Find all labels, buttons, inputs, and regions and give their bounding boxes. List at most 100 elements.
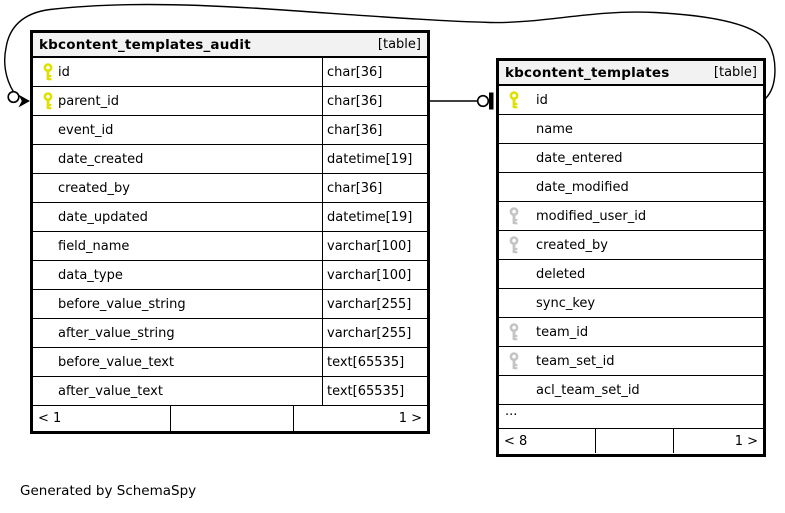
table-title[interactable]: kbcontent_templates bbox=[505, 64, 670, 81]
empty-key-slot bbox=[508, 294, 520, 312]
index-key-slot bbox=[508, 207, 520, 225]
zero-cardinality-circle-left bbox=[7, 90, 20, 104]
column-row-data_type[interactable]: data_type varchar[100] bbox=[33, 261, 427, 290]
primary-key-icon bbox=[509, 91, 519, 109]
one-cardinality-bar bbox=[489, 92, 494, 110]
column-row-date_updated[interactable]: date_updated datetime[19] bbox=[33, 203, 427, 232]
table-type-badge: [table] bbox=[377, 37, 421, 52]
column-name: team_id bbox=[536, 324, 589, 340]
column-type: char[36] bbox=[322, 87, 427, 115]
column-name: sync_key bbox=[536, 295, 596, 311]
table-header: kbcontent_templates_audit [table] bbox=[33, 33, 427, 58]
column-name: before_value_text bbox=[58, 354, 175, 370]
column-row-id[interactable]: id bbox=[499, 86, 763, 115]
column-name: deleted bbox=[536, 266, 586, 282]
index-key-icon bbox=[509, 323, 519, 341]
column-row-before_value_text[interactable]: before_value_text text[65535] bbox=[33, 348, 427, 377]
column-name: date_created bbox=[58, 151, 144, 167]
empty-key-slot bbox=[42, 121, 54, 139]
empty-key-slot bbox=[508, 149, 520, 167]
arrowhead bbox=[18, 94, 30, 108]
empty-key-slot bbox=[42, 237, 54, 255]
table-footer: < 8 1 > bbox=[499, 429, 763, 453]
empty-key-slot bbox=[42, 150, 54, 168]
column-name: created_by bbox=[58, 180, 130, 196]
column-rows: id name date_entered date_modified modified_… bbox=[499, 86, 763, 405]
column-type: varchar[100] bbox=[322, 261, 427, 289]
column-row-before_value_string[interactable]: before_value_string varchar[255] bbox=[33, 290, 427, 319]
column-type: varchar[255] bbox=[322, 290, 427, 318]
column-row-sync_key[interactable]: sync_key bbox=[499, 289, 763, 318]
column-row-id[interactable]: id char[36] bbox=[33, 58, 427, 87]
empty-key-slot bbox=[508, 265, 520, 283]
primary-key-slot bbox=[42, 92, 54, 110]
table-type-badge: [table] bbox=[713, 65, 757, 80]
footer-children-count: < 1 bbox=[38, 411, 62, 426]
primary-key-slot bbox=[42, 63, 54, 81]
column-row-deleted[interactable]: deleted bbox=[499, 260, 763, 289]
column-type: char[36] bbox=[322, 58, 427, 86]
empty-key-slot bbox=[42, 382, 54, 400]
table-title[interactable]: kbcontent_templates_audit bbox=[39, 36, 251, 53]
footer-middle bbox=[595, 429, 673, 453]
empty-key-slot bbox=[42, 295, 54, 313]
column-name: name bbox=[536, 121, 573, 137]
column-name: date_updated bbox=[58, 209, 148, 225]
primary-key-icon bbox=[43, 63, 53, 81]
zero-cardinality-circle-right bbox=[476, 94, 490, 108]
column-type: char[36] bbox=[322, 174, 427, 202]
column-row-team_set_id[interactable]: team_set_id bbox=[499, 347, 763, 376]
empty-key-slot bbox=[42, 208, 54, 226]
empty-key-slot bbox=[508, 381, 520, 399]
footer-children-count: < 8 bbox=[504, 433, 528, 449]
index-key-icon bbox=[509, 236, 519, 254]
index-key-icon bbox=[509, 352, 519, 370]
empty-key-slot bbox=[42, 266, 54, 284]
column-row-date_created[interactable]: date_created datetime[19] bbox=[33, 145, 427, 174]
column-type: datetime[19] bbox=[322, 145, 427, 173]
column-type: datetime[19] bbox=[322, 203, 427, 231]
column-row-acl_team_set_id[interactable]: acl_team_set_id bbox=[499, 376, 763, 405]
column-type: char[36] bbox=[322, 116, 427, 144]
column-name: before_value_string bbox=[58, 296, 186, 312]
column-row-parent_id[interactable]: parent_id char[36] bbox=[33, 87, 427, 116]
empty-key-slot bbox=[42, 353, 54, 371]
column-name: date_modified bbox=[536, 179, 629, 195]
column-rows: id char[36] parent_id char[36] event_id char[… bbox=[33, 58, 427, 406]
empty-key-slot bbox=[42, 324, 54, 342]
column-name: parent_id bbox=[58, 93, 119, 109]
column-name: acl_team_set_id bbox=[536, 382, 640, 398]
column-name: date_entered bbox=[536, 150, 623, 166]
column-name: field_name bbox=[58, 238, 130, 254]
index-key-slot bbox=[508, 352, 520, 370]
index-key-icon bbox=[509, 207, 519, 225]
empty-key-slot bbox=[508, 120, 520, 138]
column-row-created_by[interactable]: created_by char[36] bbox=[33, 174, 427, 203]
more-columns-ellipsis: ... bbox=[499, 405, 763, 429]
primary-key-icon bbox=[43, 92, 53, 110]
table-header: kbcontent_templates [table] bbox=[499, 61, 763, 86]
column-name: data_type bbox=[58, 267, 123, 283]
column-type: varchar[255] bbox=[322, 319, 427, 347]
table-footer: < 1 1 > bbox=[33, 406, 427, 431]
column-row-date_modified[interactable]: date_modified bbox=[499, 173, 763, 202]
column-name: event_id bbox=[58, 122, 114, 138]
column-row-team_id[interactable]: team_id bbox=[499, 318, 763, 347]
column-name: id bbox=[58, 64, 70, 80]
footer-parents-count: 1 > bbox=[673, 429, 763, 453]
table-kbcontent-templates: kbcontent_templates [table] id name date_e… bbox=[496, 58, 766, 457]
column-row-event_id[interactable]: event_id char[36] bbox=[33, 116, 427, 145]
index-key-slot bbox=[508, 236, 520, 254]
column-row-created_by[interactable]: created_by bbox=[499, 231, 763, 260]
column-type: text[65535] bbox=[322, 377, 427, 405]
column-row-name[interactable]: name bbox=[499, 115, 763, 144]
empty-key-slot bbox=[42, 179, 54, 197]
index-key-slot bbox=[508, 323, 520, 341]
column-row-date_entered[interactable]: date_entered bbox=[499, 144, 763, 173]
column-row-modified_user_id[interactable]: modified_user_id bbox=[499, 202, 763, 231]
column-type: text[65535] bbox=[322, 348, 427, 376]
column-name: created_by bbox=[536, 237, 608, 253]
